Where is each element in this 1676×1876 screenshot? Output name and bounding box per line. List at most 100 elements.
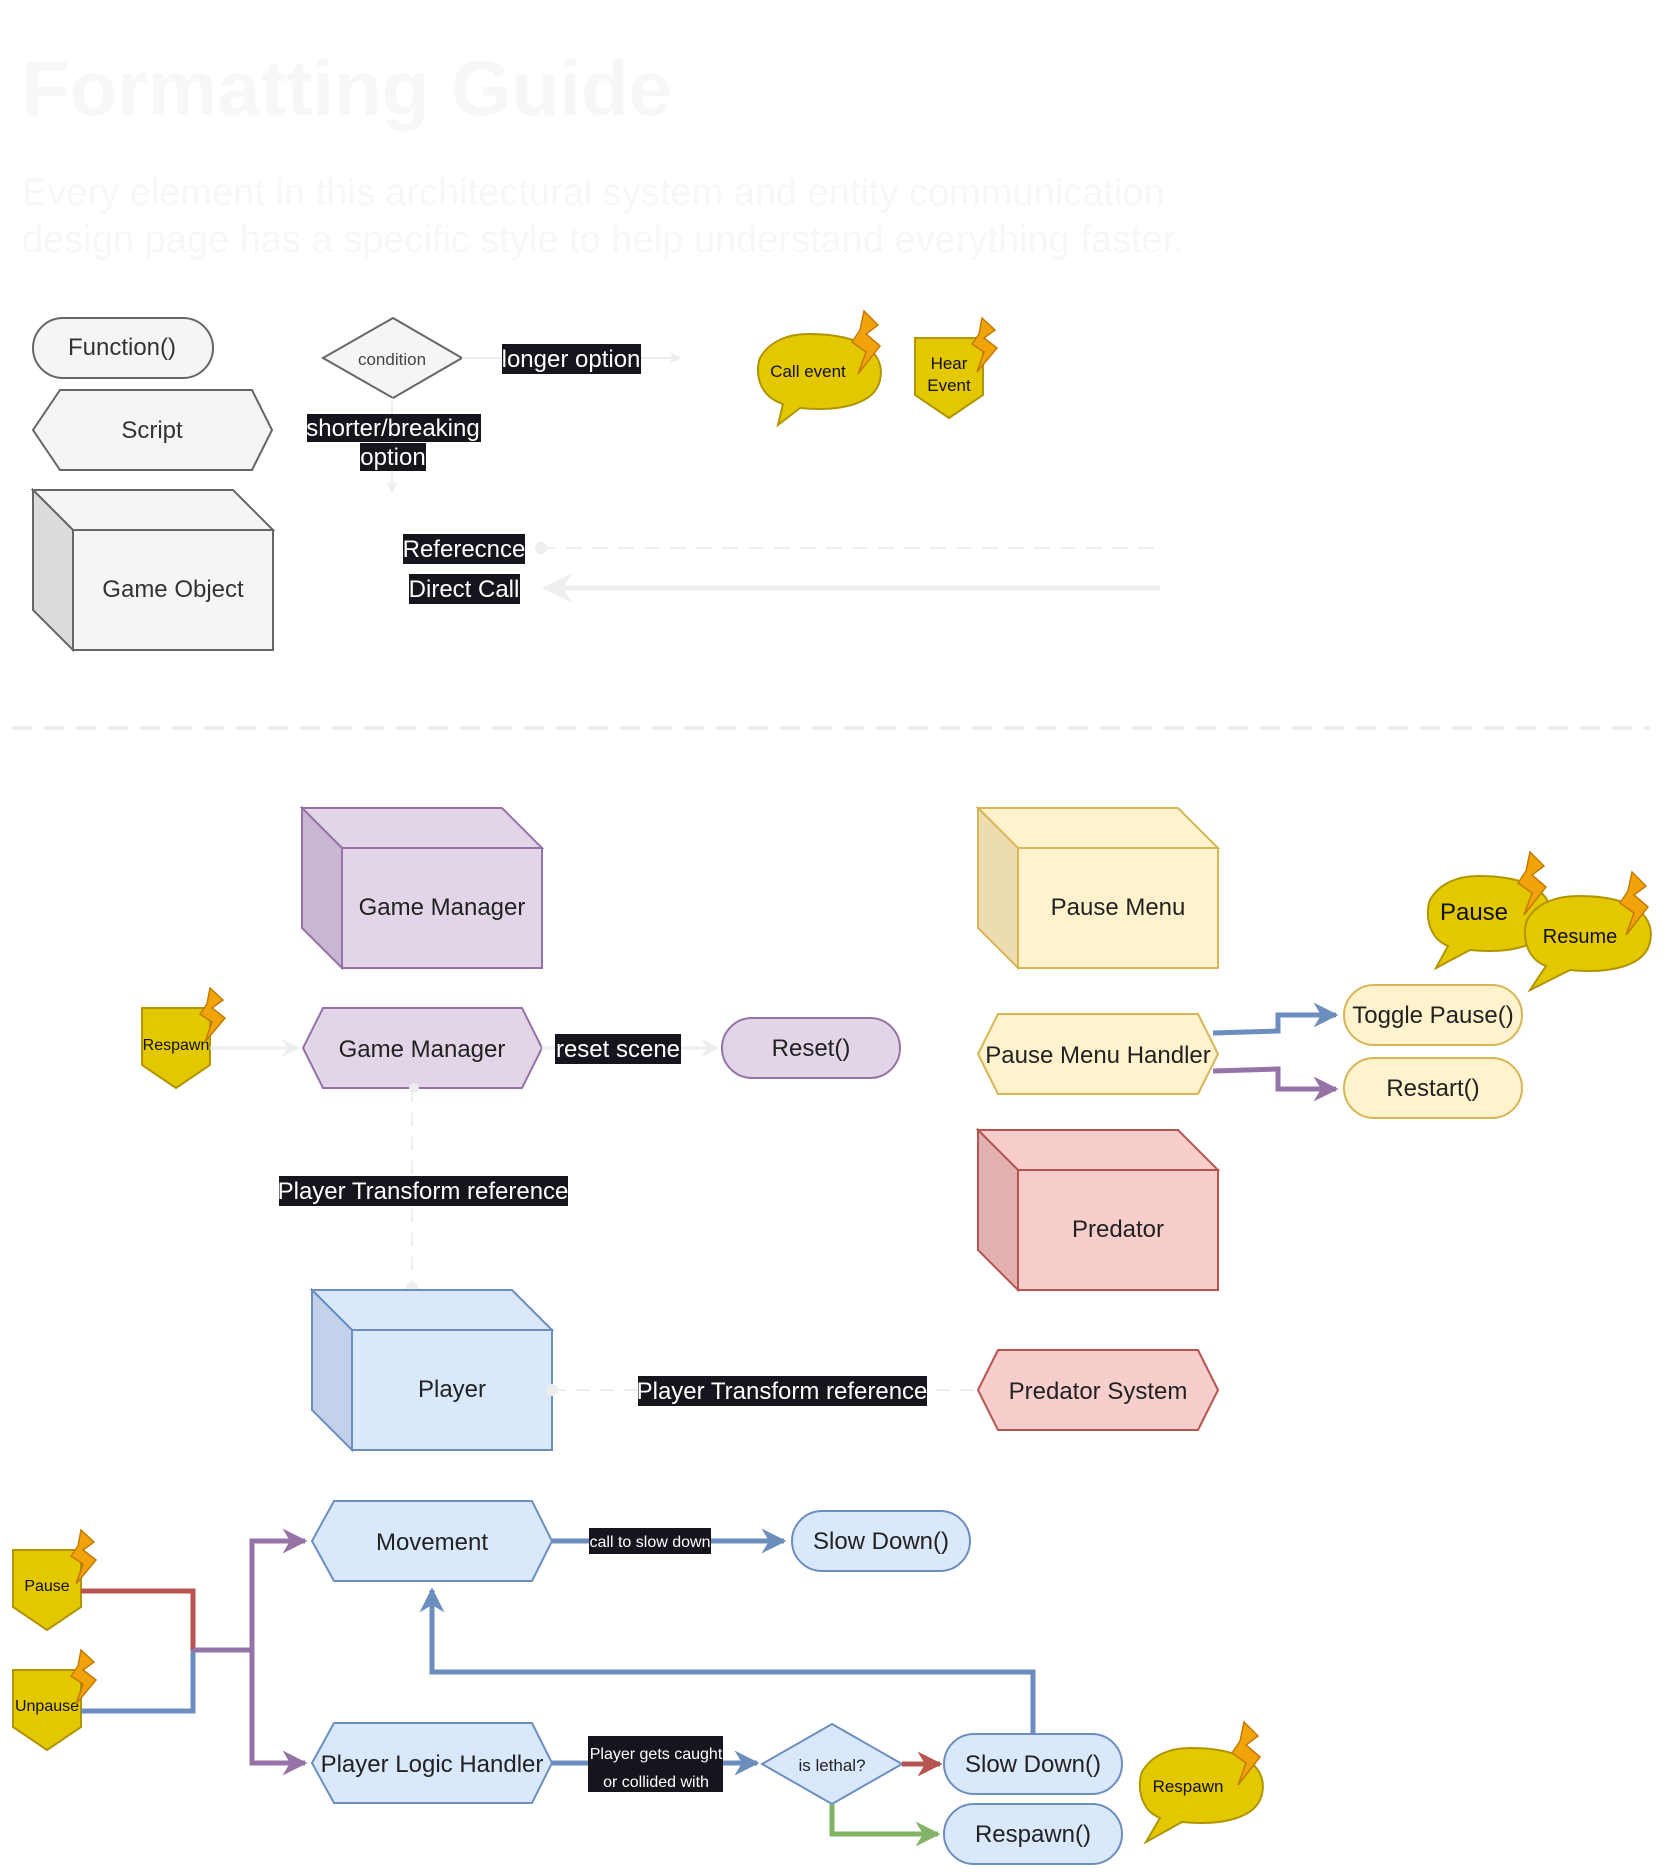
to-movement-arrow: [249, 1528, 308, 1650]
pause-call-event-label: Pause: [1440, 899, 1508, 926]
pause-call-event-bubble[interactable]: Pause: [1426, 874, 1552, 971]
legend-script-shape[interactable]: Script: [31, 389, 274, 471]
legend-shorter-option-bg-1: [307, 414, 481, 442]
is-lethal-label: is lethal?: [798, 1756, 865, 1775]
restart-label: Restart(): [1386, 1075, 1479, 1102]
reset-scene-label-bg: [555, 1034, 681, 1064]
game-manager-script-label: Game Manager: [339, 1036, 506, 1063]
predator-reference-label-bg: [638, 1376, 927, 1406]
toggle-pause-function[interactable]: Toggle Pause(): [1343, 984, 1523, 1046]
lightning-bolt-icon: [1618, 870, 1650, 936]
player-caught-label-bg: [588, 1736, 723, 1792]
reset-scene-label: reset scene: [556, 1036, 680, 1063]
call-slow-down-label: call to slow down: [590, 1534, 711, 1551]
legend-reference-dot: [535, 542, 547, 554]
reset-function[interactable]: Reset(): [721, 1017, 901, 1079]
legend-condition-diamond[interactable]: condition: [320, 316, 464, 400]
legend-script-label: Script: [121, 417, 183, 444]
lightning-bolt-icon: [850, 309, 882, 375]
page-subtitle-line-1: Every element in this architectural syst…: [22, 172, 1165, 214]
legend-longer-option-bg: [502, 344, 641, 374]
resume-call-event-bubble[interactable]: Resume: [1523, 894, 1652, 993]
slow-down-to-movement-arrow: [419, 1587, 1036, 1734]
lightning-bolt-icon: [970, 316, 999, 373]
respawn-call-event-bubble[interactable]: Respawn: [1138, 1746, 1264, 1845]
lethal-arrow: [829, 1804, 941, 1847]
predator-object-label: Predator: [1072, 1216, 1164, 1243]
predator-system-label: Predator System: [1009, 1378, 1188, 1405]
legend-direct-call-bg: [409, 574, 520, 604]
movement-script[interactable]: Movement: [310, 1500, 554, 1582]
slow-down-function-label: Slow Down(): [813, 1528, 949, 1555]
handler-to-restart-arrow: [1212, 1066, 1339, 1102]
legend-shorter-option-label-2: option: [360, 444, 425, 471]
pause-menu-handler-script[interactable]: Pause Menu Handler: [976, 1013, 1220, 1095]
player-object-label: Player: [418, 1376, 486, 1403]
reference-dot: [409, 1083, 419, 1093]
predator-object-cube[interactable]: Predator: [975, 1127, 1221, 1293]
restart-function[interactable]: Restart(): [1343, 1057, 1523, 1119]
respawn-call-event-label: Respawn: [1153, 1777, 1224, 1796]
lightning-bolt-icon: [69, 1648, 98, 1705]
legend-shorter-option-label-1: shorter/breaking: [306, 415, 479, 442]
player-caught-label-1: Player gets caught: [590, 1746, 723, 1763]
slow-down-function[interactable]: Slow Down(): [791, 1510, 971, 1572]
legend-function-shape[interactable]: Function(): [32, 317, 214, 379]
legend-call-event-bubble[interactable]: Call event: [757, 332, 882, 428]
page-subtitle-line-2: design page has a specific style to help…: [22, 219, 1184, 261]
legend-game-object-label: Game Object: [102, 576, 244, 603]
player-caught-label-2: or collided with: [603, 1774, 709, 1791]
page-title: Formatting Guide: [22, 44, 672, 132]
toggle-pause-label: Toggle Pause(): [1352, 1002, 1513, 1029]
legend-hear-event-label-2: Event: [927, 376, 971, 395]
slow-down-function-2[interactable]: Slow Down(): [943, 1733, 1123, 1795]
to-player-logic-arrow: [249, 1650, 308, 1776]
gm-player-reference-label-bg: [279, 1176, 568, 1206]
game-manager-script[interactable]: Game Manager: [301, 1007, 544, 1089]
legend-function-label: Function(): [68, 334, 176, 361]
unpause-hear-event-shape[interactable]: Unpause: [12, 1669, 82, 1752]
pause-menu-handler-label: Pause Menu Handler: [985, 1042, 1210, 1069]
reset-function-label: Reset(): [772, 1035, 851, 1062]
pause-hear-event-shape[interactable]: Pause: [12, 1549, 82, 1632]
call-slow-down-label-bg: [589, 1528, 711, 1554]
handler-to-toggle-pause-arrow: [1212, 1002, 1339, 1036]
legend-reference-label: Referecnce: [403, 536, 526, 563]
lightning-bolt-icon: [198, 986, 227, 1043]
legend-longer-option-label: longer option: [502, 346, 641, 373]
pause-hear-event-label: Pause: [24, 1578, 69, 1595]
legend-condition-label: condition: [358, 350, 426, 369]
predator-system-script[interactable]: Predator System: [976, 1349, 1220, 1431]
slow-down-function-2-label: Slow Down(): [965, 1751, 1101, 1778]
is-lethal-condition[interactable]: is lethal?: [759, 1722, 905, 1806]
player-logic-handler-script[interactable]: Player Logic Handler: [310, 1722, 554, 1804]
respawn-event-shape[interactable]: Respawn: [141, 1007, 211, 1090]
legend-reference-bg: [403, 534, 525, 564]
respawn-function-label: Respawn(): [975, 1821, 1091, 1848]
legend-hear-event-shape[interactable]: Hear Event: [914, 337, 984, 420]
unpause-hear-event-label: Unpause: [15, 1698, 79, 1715]
respawn-event-label: Respawn: [143, 1037, 210, 1054]
lightning-bolt-icon: [1230, 1720, 1262, 1786]
legend-hear-event-label-1: Hear: [931, 354, 968, 373]
gm-player-reference-label: Player Transform reference: [278, 1178, 569, 1205]
predator-reference-label: Player Transform reference: [637, 1378, 928, 1405]
pause-menu-object-cube[interactable]: Pause Menu: [975, 805, 1221, 971]
respawn-function[interactable]: Respawn(): [943, 1803, 1123, 1865]
movement-label: Movement: [376, 1529, 488, 1556]
legend-shorter-option-bg-2: [360, 443, 426, 471]
player-logic-handler-label: Player Logic Handler: [321, 1751, 544, 1778]
pause-event-connector: [81, 1588, 196, 1650]
game-manager-object-label: Game Manager: [359, 894, 526, 921]
legend-direct-call-label: Direct Call: [409, 576, 520, 603]
reference-dot: [546, 1384, 558, 1396]
game-manager-object-cube[interactable]: Game Manager: [299, 805, 545, 971]
lightning-bolt-icon: [1516, 850, 1548, 916]
unpause-event-connector: [81, 1650, 196, 1714]
pause-menu-object-label: Pause Menu: [1051, 894, 1186, 921]
player-object-cube[interactable]: Player: [309, 1287, 555, 1453]
legend-game-object-cube[interactable]: Game Object: [30, 487, 276, 653]
resume-call-event-label: Resume: [1543, 926, 1617, 948]
lightning-bolt-icon: [69, 1528, 98, 1585]
